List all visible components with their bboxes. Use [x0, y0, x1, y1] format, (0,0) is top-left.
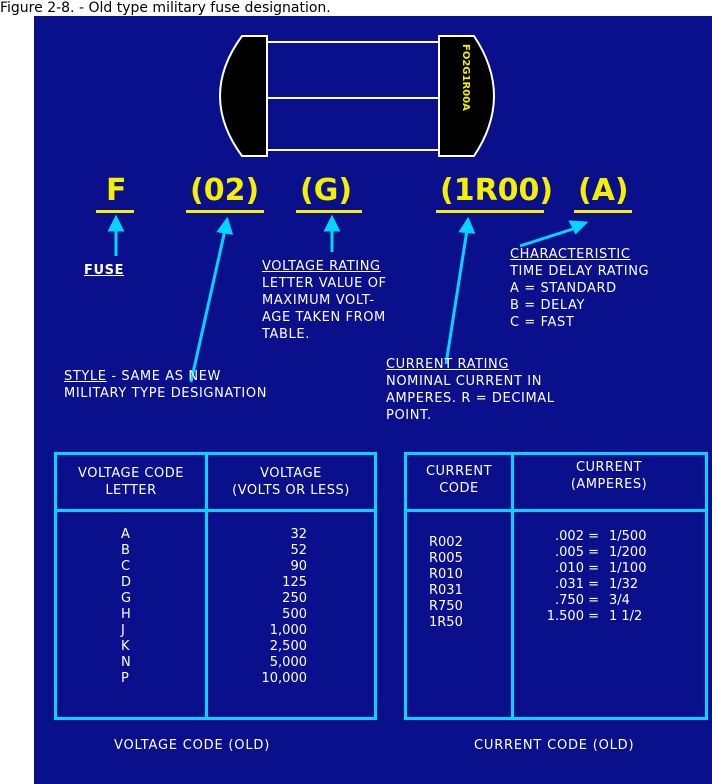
table-cell: 5,000	[269, 655, 307, 670]
current-decimals-column: .002 = .005 = .010 = .031 = .750 = 1.500…	[527, 529, 599, 625]
table-cell: 250	[282, 591, 307, 606]
table-cell: R002	[429, 535, 463, 550]
table-cell: 52	[290, 543, 307, 558]
arrow-head-fuse	[107, 214, 125, 232]
current-table-caption: CURRENT CODE (OLD)	[474, 738, 635, 753]
current-header-amperes: CURRENT(AMPERES)	[570, 460, 648, 492]
table-cell: 1/32	[609, 577, 639, 592]
underline-style	[186, 210, 264, 213]
label-voltage: VOLTAGE RATING LETTER VALUE OF MAXIMUM V…	[262, 258, 387, 343]
table-cell: 90	[290, 559, 307, 574]
code-style: (02)	[190, 173, 260, 208]
code-fuse: F	[106, 173, 127, 208]
fuse-right-cap	[438, 35, 496, 157]
label-characteristic-line: B = DELAY	[510, 298, 586, 313]
code-characteristic: (A)	[578, 173, 629, 208]
table-cell: R031	[429, 583, 463, 598]
table-cell: 1 1/2	[609, 609, 643, 624]
table-cell: 1/100	[609, 561, 647, 576]
table-cell: 3/4	[609, 593, 630, 608]
table-cell: R010	[429, 567, 463, 582]
code-voltage: (G)	[300, 173, 353, 208]
voltage-table-header	[57, 455, 374, 512]
table-cell: 2,500	[269, 639, 307, 654]
table-cell: R005	[429, 551, 463, 566]
label-style-title: STYLE	[64, 369, 107, 384]
current-table-divider	[511, 455, 514, 717]
table-cell: .002 =	[555, 529, 599, 544]
current-table-header	[407, 455, 705, 512]
table-cell: .750 =	[555, 593, 599, 608]
label-voltage-title: VOLTAGE RATING	[262, 259, 381, 274]
fuse-illustration: FO2G1R00A	[107, 35, 589, 383]
table-cell: 32	[290, 527, 307, 542]
table-cell: J	[121, 623, 125, 638]
table-cell: A	[121, 527, 130, 542]
table-cell: 10,000	[261, 671, 308, 686]
table-cell: 1,000	[269, 623, 307, 638]
table-cell: N	[121, 655, 131, 670]
label-current-line: AMPERES. R = DECIMAL	[386, 391, 555, 406]
table-cell: K	[121, 639, 130, 654]
label-current-line: NOMINAL CURRENT IN	[386, 374, 543, 389]
voltage-letters-column: A B C D G H J K N P	[121, 527, 131, 687]
label-characteristic-title: CHARACTERISTIC	[510, 247, 631, 262]
voltage-table-caption: VOLTAGE CODE (OLD)	[114, 738, 271, 753]
table-cell: 1.500 =	[546, 609, 599, 624]
current-fractions-column: 1/500 1/200 1/100 1/32 3/4 1 1/2	[609, 529, 646, 625]
table-cell: .010 =	[555, 561, 599, 576]
underline-current	[436, 210, 544, 213]
arrow-head-style	[216, 216, 234, 235]
label-style-line2: MILITARY TYPE DESIGNATION	[64, 386, 268, 401]
fuse-marking-text: FO2G1R00A	[460, 44, 471, 111]
table-cell: 125	[282, 575, 307, 590]
table-cell: 500	[282, 607, 307, 622]
table-cell: 1R50	[429, 615, 463, 630]
table-cell: H	[121, 607, 131, 622]
table-cell: 1/500	[609, 529, 647, 544]
figure-caption: Figure 2-8. - Old type military fuse des…	[0, 0, 331, 16]
table-cell: C	[121, 559, 131, 574]
code-current: (1R00)	[440, 173, 554, 208]
underline-fuse	[96, 210, 134, 213]
table-cell: D	[121, 575, 132, 590]
arrow-head-characteristic	[568, 220, 589, 235]
label-characteristic-line: C = FAST	[510, 315, 575, 330]
label-current: CURRENT RATING NOMINAL CURRENT IN AMPERE…	[386, 356, 555, 424]
voltage-header-volts: VOLTAGE(VOLTS OR LESS)	[232, 466, 350, 498]
voltage-table-divider	[205, 455, 208, 717]
table-cell: .005 =	[555, 545, 599, 560]
arrow-head-voltage	[323, 214, 341, 232]
table-cell: .031 =	[555, 577, 599, 592]
label-current-line: POINT.	[386, 408, 432, 423]
voltage-values-column: 32 52 90 125 250 500 1,000 2,500 5,000 1…	[247, 527, 308, 687]
label-voltage-line: AGE TAKEN FROM	[262, 310, 386, 325]
diagram-panel: FO2G1R00A F (02) (G) (1R00) (A) FUSE STY…	[34, 16, 712, 784]
arrow-head-current	[458, 216, 476, 234]
table-cell: G	[121, 591, 132, 606]
label-style-rest: - SAME AS NEW	[106, 369, 221, 384]
label-voltage-line: LETTER VALUE OF	[262, 276, 387, 291]
fuse-left-cap	[218, 35, 268, 157]
label-fuse-title: FUSE	[84, 263, 125, 278]
label-current-title: CURRENT RATING	[386, 357, 510, 372]
underline-voltage	[296, 210, 362, 213]
label-characteristic-line: A = STANDARD	[510, 281, 617, 296]
label-characteristic-line: TIME DELAY RATING	[510, 264, 650, 279]
table-cell: P	[121, 671, 129, 686]
underline-characteristic	[574, 210, 632, 213]
label-style: STYLE - SAME AS NEW MILITARY TYPE DESIGN…	[64, 368, 267, 402]
table-cell: R750	[429, 599, 463, 614]
table-cell: 1/200	[609, 545, 647, 560]
table-cell: B	[121, 543, 130, 558]
label-characteristic: CHARACTERISTIC TIME DELAY RATING A = STA…	[510, 246, 649, 331]
label-voltage-line: MAXIMUM VOLT-	[262, 293, 375, 308]
current-codes-column: R002 R005 R010 R031 R750 1R50	[429, 535, 463, 631]
label-voltage-line: TABLE.	[262, 327, 310, 342]
label-fuse: FUSE	[84, 262, 124, 279]
